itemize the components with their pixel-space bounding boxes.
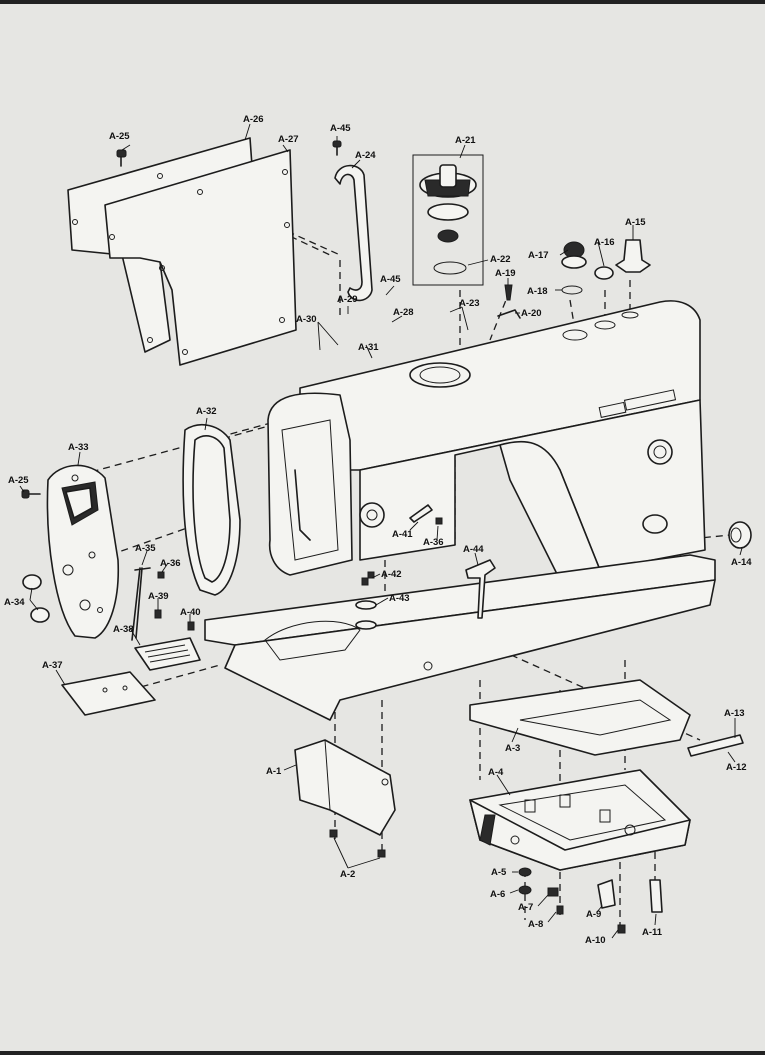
label-a5: A-5 — [491, 867, 507, 878]
label-a38: A-38 — [113, 624, 134, 635]
oil-pan-gasket-a3 — [469, 679, 691, 756]
bobbin-winder-a21 — [412, 154, 484, 286]
scan-top-border — [0, 0, 765, 4]
label-a31: A-31 — [358, 342, 379, 353]
label-a43: A-43 — [389, 593, 410, 604]
label-a45-mid: A-45 — [380, 274, 401, 285]
bracket-a1 — [294, 739, 396, 836]
label-a9: A-9 — [586, 909, 601, 920]
label-a17: A-17 — [528, 250, 549, 261]
handle-a24 — [334, 164, 373, 302]
label-a2: A-2 — [340, 869, 355, 880]
machine-bed — [204, 554, 716, 721]
label-a16: A-16 — [594, 237, 615, 248]
oil-window-parts — [497, 239, 651, 319]
label-a30: A-30 — [296, 314, 317, 325]
label-a37: A-37 — [42, 660, 63, 671]
label-a27: A-27 — [278, 134, 299, 145]
center-small-parts — [355, 504, 496, 630]
label-a36-left: A-36 — [160, 558, 181, 569]
label-a25-top: A-25 — [109, 131, 130, 142]
label-a39: A-39 — [148, 591, 169, 602]
label-a22: A-22 — [490, 254, 511, 265]
leader-lines — [19, 123, 743, 939]
label-a15: A-15 — [625, 217, 646, 228]
label-a11: A-11 — [642, 927, 663, 938]
label-a41: A-41 — [392, 529, 413, 540]
oil-pan-hinge-a13 — [687, 734, 744, 757]
screw-a25-top — [116, 149, 127, 167]
face-plate-a33 — [46, 464, 120, 639]
label-a26: A-26 — [243, 114, 264, 125]
label-a13: A-13 — [724, 708, 745, 719]
label-a33: A-33 — [68, 442, 89, 453]
label-a8: A-8 — [528, 919, 543, 930]
label-a24: A-24 — [355, 150, 376, 161]
scan-bottom-border — [0, 1051, 765, 1055]
machine-arm-body — [267, 300, 706, 581]
label-a19: A-19 — [495, 268, 516, 279]
bottom-small-parts — [518, 867, 663, 934]
label-a10: A-10 — [585, 935, 606, 946]
slide-plate-a37 — [61, 671, 156, 716]
label-a6: A-6 — [490, 889, 505, 900]
label-a45-top: A-45 — [330, 123, 351, 134]
label-a18: A-18 — [527, 286, 548, 297]
label-a25-left: A-25 — [8, 475, 29, 486]
screws-a2 — [329, 829, 386, 858]
label-a44: A-44 — [463, 544, 484, 555]
label-a3: A-3 — [505, 743, 520, 754]
rubber-bushing-a14 — [728, 521, 752, 549]
label-a23: A-23 — [459, 298, 480, 309]
label-a1: A-1 — [266, 766, 282, 777]
part-labels: A-25 A-26 A-27 A-45 A-24 A-21 A-22 A-15 … — [4, 114, 752, 946]
screw-a45-top — [332, 140, 342, 156]
label-a34: A-34 — [4, 597, 25, 608]
label-a29: A-29 — [337, 294, 358, 305]
screw-a25-left — [21, 489, 41, 499]
rear-cover-plates — [67, 137, 297, 366]
label-a20: A-20 — [521, 308, 542, 319]
label-a12: A-12 — [726, 762, 747, 773]
label-a21: A-21 — [455, 135, 476, 146]
label-a35: A-35 — [135, 543, 156, 554]
label-a40: A-40 — [180, 607, 201, 618]
label-a32: A-32 — [196, 406, 217, 417]
oil-pan-a4 — [469, 769, 691, 871]
label-a28: A-28 — [393, 307, 414, 318]
label-a7: A-7 — [518, 902, 533, 913]
label-a4: A-4 — [488, 767, 504, 778]
label-a42: A-42 — [381, 569, 402, 580]
rubber-caps-a34 — [22, 574, 50, 623]
label-a36-right: A-36 — [423, 537, 444, 548]
presser-parts — [131, 567, 201, 671]
label-a14: A-14 — [731, 557, 752, 568]
face-plate-gasket-a32 — [182, 424, 241, 596]
